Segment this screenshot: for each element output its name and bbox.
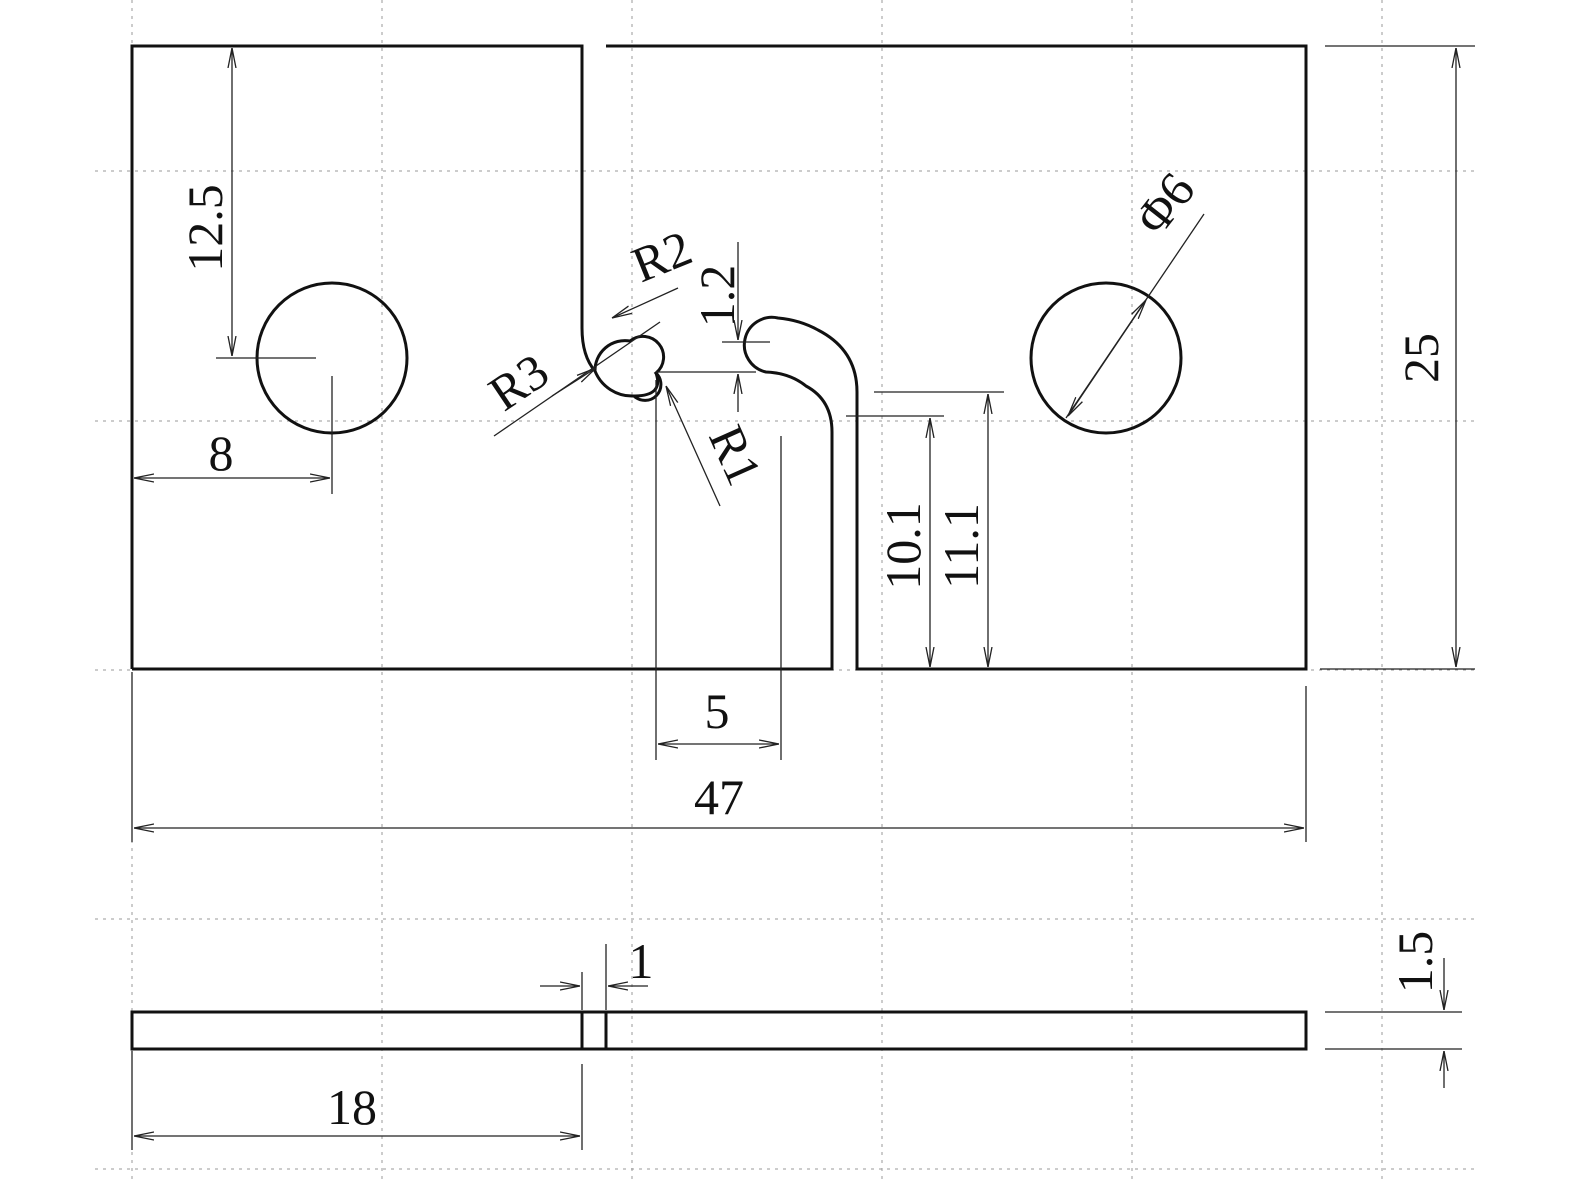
background-grid xyxy=(95,0,1475,1184)
dim-12-5: 12.5 xyxy=(177,184,233,272)
dim-r2: R2 xyxy=(624,219,699,293)
dim-phi-6: Φ6 xyxy=(1124,162,1206,245)
dimension-lines xyxy=(131,45,1475,1150)
mounting-hole-right xyxy=(1029,281,1183,435)
dim-11-1: 11.1 xyxy=(933,503,989,589)
dim-5: 5 xyxy=(705,683,730,739)
dim-r3: R3 xyxy=(479,342,559,421)
dim-25: 25 xyxy=(1393,333,1449,383)
part-outline-left xyxy=(130,44,666,669)
dim-1-2: 1.2 xyxy=(689,265,745,328)
dim-1-5: 1.5 xyxy=(1387,931,1443,994)
side-view xyxy=(130,1010,1308,1051)
dim-8: 8 xyxy=(209,425,234,481)
dim-1: 1 xyxy=(629,933,654,989)
side-view-plate xyxy=(130,1010,1308,1051)
dim-18: 18 xyxy=(327,1079,377,1135)
dim-10-1: 10.1 xyxy=(875,502,931,590)
dimension-labels: 12.5 R2 1.2 Φ6 25 R3 8 R1 10.1 11.1 5 47… xyxy=(177,162,1449,1135)
dim-47: 47 xyxy=(694,769,744,825)
part-outline-right xyxy=(132,44,1308,671)
